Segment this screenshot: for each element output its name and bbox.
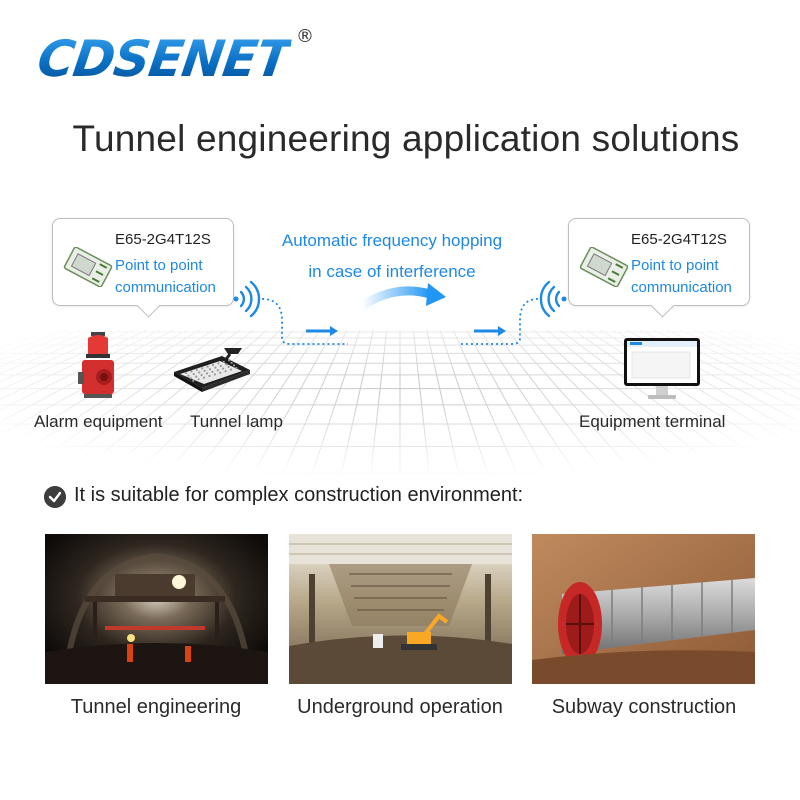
photo-tunnel-engineering <box>45 534 268 684</box>
device-label-lamp: Tunnel lamp <box>190 412 283 431</box>
brand-logo: CDSENET ® <box>34 26 318 90</box>
wifi-signal-icon <box>539 280 567 318</box>
module-model: E65-2G4T12S <box>631 231 727 248</box>
registered-mark: ® <box>296 26 314 47</box>
arrow-right-icon <box>474 326 506 336</box>
photo-underground-operation <box>289 534 512 684</box>
connection-diagram <box>233 280 567 370</box>
curved-arrow-icon <box>357 283 446 311</box>
wifi-signal-icon <box>233 280 261 318</box>
center-caption: Automatic frequency hopping in case of i… <box>262 225 522 287</box>
equipment-terminal-icon <box>624 338 700 399</box>
arrow-right-icon <box>306 326 338 336</box>
center-caption-line1: Automatic frequency hopping <box>281 231 503 250</box>
module-chip-icon <box>63 247 113 287</box>
photo-subway-construction <box>532 534 755 684</box>
logo-text: CDSENET <box>33 30 294 88</box>
suitable-text: It is suitable for complex construction … <box>74 484 524 506</box>
page-title: Tunnel engineering application solutions <box>72 118 740 159</box>
scenario-caption: Underground operation <box>297 696 503 718</box>
module-desc-line1: Point to point <box>631 257 719 274</box>
waveform-icon <box>361 310 449 370</box>
module-desc-line1: Point to point <box>115 257 203 274</box>
tunnel-lamp-icon <box>174 348 250 392</box>
module-model: E65-2G4T12S <box>115 231 211 248</box>
center-caption-line2: in case of interference <box>308 262 476 281</box>
scenario-caption: Tunnel engineering <box>70 696 242 718</box>
excavator <box>401 613 449 650</box>
right-module-callout: E65-2G4T12S Point to point communication <box>568 218 750 318</box>
device-label-terminal: Equipment terminal <box>579 412 726 431</box>
dotted-link <box>261 298 348 345</box>
module-desc-line2: communication <box>115 279 216 296</box>
alarm-equipment-icon <box>78 332 114 398</box>
scenario-caption: Subway construction <box>551 696 737 718</box>
module-desc-line2: communication <box>631 279 732 296</box>
floor-grid <box>0 330 800 480</box>
dotted-link <box>460 298 539 345</box>
module-description: Point to point communication <box>631 255 732 299</box>
module-description: Point to point communication <box>115 255 216 299</box>
device-label-alarm: Alarm equipment <box>34 412 163 431</box>
left-module-callout: E65-2G4T12S Point to point communication <box>52 218 234 318</box>
check-circle-icon <box>44 486 66 508</box>
module-chip-icon <box>579 247 629 287</box>
